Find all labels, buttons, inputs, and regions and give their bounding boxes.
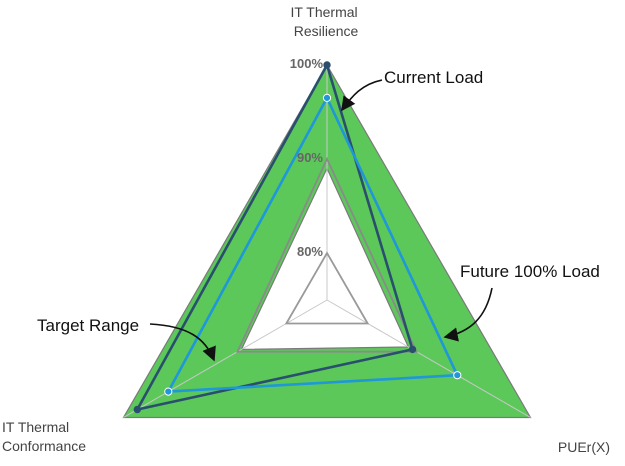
annotation-future-load-arrow: [443, 287, 493, 342]
axis-label-right: PUEr(X): [558, 439, 610, 455]
tick-label: 80%: [297, 244, 323, 259]
axis-spoke: [123, 299, 328, 418]
series-line: [134, 61, 415, 412]
reference-ring: [236, 156, 418, 353]
annotation-current-load-arrow: [341, 79, 383, 112]
series-line: [166, 95, 460, 394]
tick-label: 100%: [290, 56, 324, 71]
series-point: [453, 371, 462, 380]
axis-label-left: IT Thermal Conformance: [2, 419, 86, 454]
series-point: [322, 93, 332, 103]
target-range-layer: [122, 63, 532, 419]
annotation-target-range-arrow: [149, 323, 216, 362]
tick-label: 90%: [297, 150, 323, 165]
tick-label-layer: 80% 90% 100%: [290, 56, 324, 259]
annotation-future-load: Future 100% Load: [460, 262, 600, 281]
annotation-current-load: Current Load: [384, 68, 483, 87]
target-range-band: [122, 63, 532, 419]
axis-label-top-line1: IT Thermal: [290, 4, 357, 20]
series-layer: [133, 61, 462, 414]
annotation-target-range: Target Range: [37, 316, 139, 335]
series-point: [133, 405, 142, 414]
axis-label-left-line2: Conformance: [2, 438, 86, 454]
series-point: [323, 61, 331, 69]
axis-label-left-line1: IT Thermal: [2, 419, 69, 435]
series-point: [164, 387, 173, 396]
grid-layer: [123, 65, 531, 418]
axis-spoke: [326, 299, 531, 418]
axis-label-right-line1: PUEr(X): [558, 439, 610, 455]
series-point: [408, 345, 417, 354]
axis-label-top: IT Thermal Resilience: [290, 4, 361, 39]
axis-label-top-line2: Resilience: [294, 23, 359, 39]
reference-ring: [284, 251, 370, 325]
